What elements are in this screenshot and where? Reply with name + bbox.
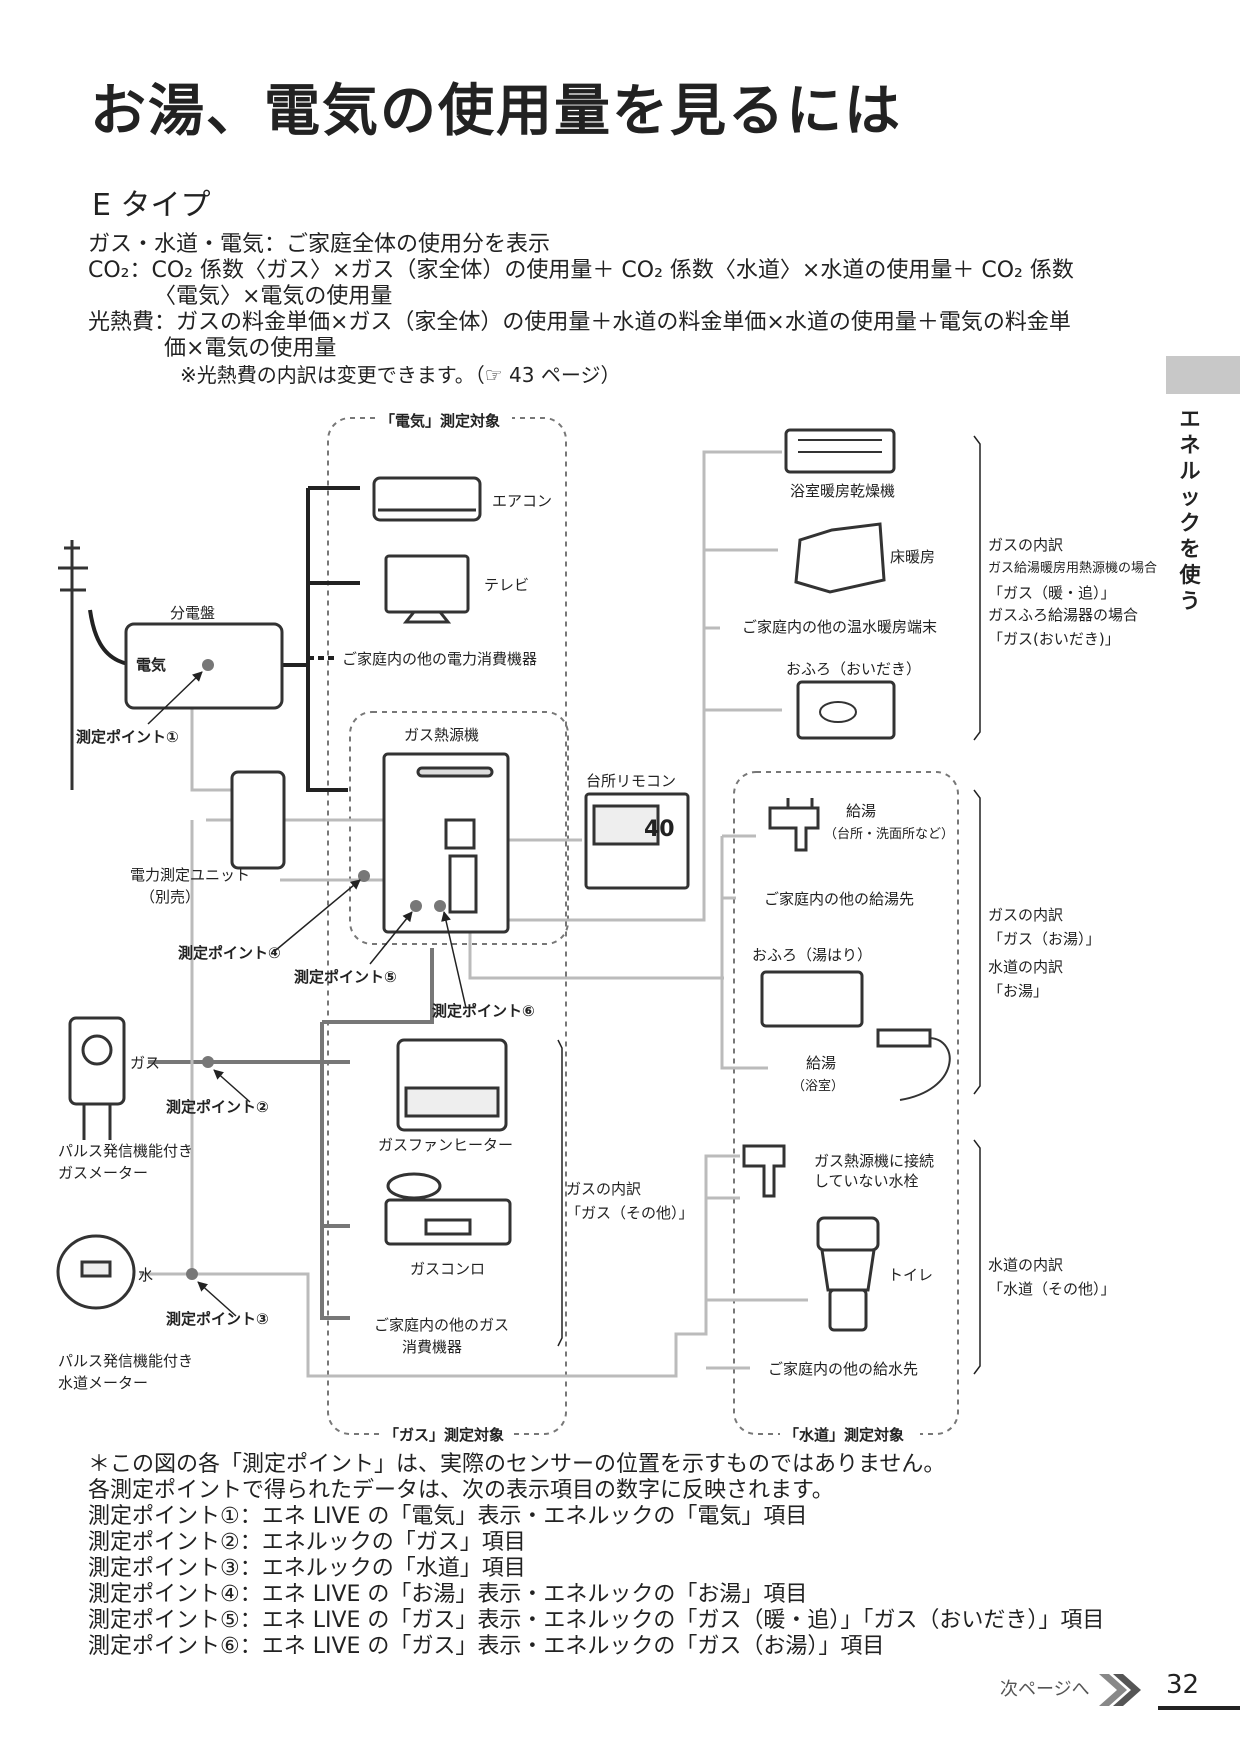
gas-other-1: ガスの内訳: [566, 1180, 641, 1198]
note-line-1: 各測定ポイントで得られたデータは、次の表示項目の数字に反映されます。: [88, 1478, 834, 1503]
other-hot-water-label: ご家庭内の他の給湯先: [764, 890, 914, 908]
gas-breakdown-1: ガスの内訳: [988, 536, 1063, 554]
next-page-label: 次ページへ: [1000, 1679, 1090, 1700]
point-1-label: 測定ポイント①: [76, 728, 179, 746]
hot-water-2-label: 給湯: [806, 1054, 836, 1072]
point-3-label: 測定ポイント③: [166, 1310, 269, 1328]
intro-line-1: ガス・水道・電気：ご家庭全体の使用分を表示: [88, 232, 551, 257]
power-unit-sub: （別売）: [140, 888, 200, 906]
side-tab-label: エネルックを使う: [1179, 407, 1201, 613]
water-zone-box: [733, 771, 959, 1435]
point-2-label: 測定ポイント②: [166, 1098, 269, 1116]
intro-line-3: 〈電気〉×電気の使用量: [154, 284, 393, 309]
note-line-2: 測定ポイント①：エネ LIVE の「電気」表示・エネルックの「電気」項目: [88, 1504, 808, 1529]
side-tab-marker: [1166, 356, 1240, 394]
gas-breakdown-4: ガスふろ給湯器の場合: [988, 606, 1138, 624]
faucet-label-1: ガス熱源機に接続: [814, 1152, 934, 1170]
gas-meter-label-2: ガスメーター: [58, 1164, 148, 1182]
gas-hot-1: ガスの内訳: [988, 906, 1063, 924]
intro-line-2: CO₂：CO₂ 係数〈ガス〉×ガス（家全体）の使用量＋ CO₂ 係数〈水道〉×水…: [88, 258, 1074, 283]
panel-electric-label: 電気: [136, 656, 166, 674]
gas-zone-label: 「ガス」測定対象: [384, 1426, 504, 1444]
fan-heater-label: ガスファンヒーター: [378, 1136, 513, 1154]
electric-zone-label: 「電気」測定対象: [380, 412, 500, 430]
next-page-link[interactable]: 次ページへ: [1000, 1670, 1145, 1710]
section-subtitle: E タイプ: [92, 188, 211, 223]
point-4-label: 測定ポイント④: [178, 944, 281, 962]
hot-water-2-sub: （浴室）: [792, 1078, 844, 1094]
note-line-4: 測定ポイント③：エネルックの「水道」項目: [88, 1556, 526, 1581]
intro-line-5: 価×電気の使用量: [164, 336, 337, 361]
point-5-label: 測定ポイント⑤: [294, 968, 397, 986]
faucet-label-2: していない水栓: [814, 1172, 919, 1190]
water-other-1: 水道の内訳: [988, 1256, 1063, 1274]
note-line-6: 測定ポイント⑤：エネ LIVE の「ガス」表示・エネルックの「ガス（暖・追）」「…: [88, 1608, 1105, 1633]
other-heating-label: ご家庭内の他の温水暖房端末: [742, 618, 937, 636]
gas-hot-2: 「ガス（お湯）」: [988, 930, 1101, 948]
aircon-label: エアコン: [492, 492, 552, 510]
page-number-rule: [1158, 1706, 1240, 1710]
hot-water-1-label: 給湯: [846, 802, 876, 820]
bath-fill-label: おふろ（湯はり）: [752, 946, 872, 964]
remote-temp: 40: [644, 817, 675, 842]
note-line-7: 測定ポイント⑥：エネ LIVE の「ガス」表示・エネルックの「ガス（お湯）」項目: [88, 1634, 885, 1659]
tv-label: テレビ: [484, 576, 529, 594]
point-6-label: 測定ポイント⑥: [432, 1002, 535, 1020]
other-gas-label-2: 消費機器: [402, 1338, 462, 1356]
panel-label: 分電盤: [170, 604, 215, 622]
water-meter-label-2: 水道メーター: [58, 1374, 148, 1392]
gas-breakdown-5: 「ガス(おいだき)」: [988, 630, 1120, 648]
gas-other-2: 「ガス（その他）」: [566, 1204, 694, 1222]
page-number: 32: [1166, 1670, 1200, 1700]
other-electric-label: ご家庭内の他の電力消費機器: [342, 650, 537, 668]
note-line-0: ＊この図の各「測定ポイント」は、実際のセンサーの位置を示すものではありません。: [88, 1452, 946, 1477]
intro-line-4: 光熱費：ガスの料金単価×ガス（家全体）の使用量＋水道の料金単価×水道の使用量＋電…: [88, 310, 1071, 335]
toilet-label: トイレ: [888, 1266, 933, 1284]
gas-breakdown-3: 「ガス（暖・追）」: [988, 584, 1116, 602]
power-unit-label: 電力測定ユニット: [130, 866, 250, 884]
other-gas-label-1: ご家庭内の他のガス: [374, 1316, 509, 1334]
floor-heating-label: 床暖房: [890, 548, 935, 566]
gas-meter-label-1: パルス発信機能付き: [58, 1142, 193, 1160]
hot-water-1-sub: （台所・洗面所など）: [824, 827, 954, 842]
intro-line-6: ※光熱費の内訳は変更できます。（☞ 43 ページ）: [180, 363, 621, 387]
water-meter-label-1: パルス発信機能付き: [58, 1352, 193, 1370]
water-line-label: 水: [138, 1266, 153, 1284]
bath-dryer-label: 浴室暖房乾燥機: [790, 482, 895, 500]
water-zone-label: 「水道」測定対象: [784, 1426, 904, 1444]
stove-label: ガスコンロ: [410, 1260, 485, 1278]
note-line-3: 測定ポイント②：エネルックの「ガス」項目: [88, 1530, 526, 1555]
gas-breakdown-2: ガス給湯暖房用熱源機の場合: [988, 560, 1157, 576]
heat-source-zone-box: [349, 711, 569, 945]
water-hot-1: 水道の内訳: [988, 958, 1063, 976]
water-other-2: 「水道（その他）」: [988, 1280, 1116, 1298]
next-arrow-icon: [1099, 1674, 1142, 1706]
heat-source-label: ガス熱源機: [404, 726, 479, 744]
other-water-label: ご家庭内の他の給水先: [768, 1360, 918, 1378]
remote-label: 台所リモコン: [586, 772, 676, 790]
note-line-5: 測定ポイント④：エネ LIVE の「お湯」表示・エネルックの「お湯」項目: [88, 1582, 808, 1607]
page-title: お湯、電気の使用量を見るには: [90, 79, 902, 144]
water-hot-2: 「お湯」: [988, 982, 1048, 1000]
bath-reheat-label: おふろ（おいだき）: [786, 660, 921, 678]
gas-line-label: ガス: [130, 1054, 160, 1072]
